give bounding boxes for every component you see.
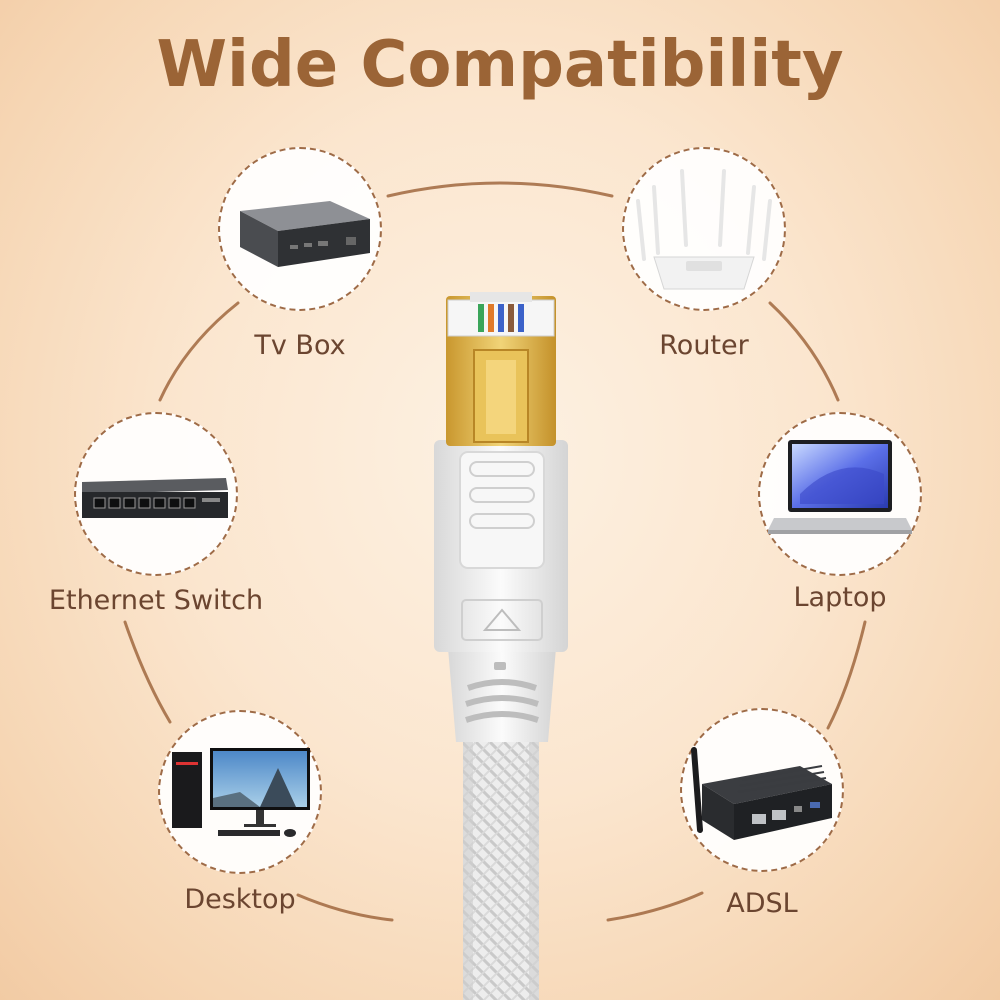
router-icon: [636, 169, 772, 290]
adsl-device: [680, 708, 844, 872]
router-label: Router: [659, 330, 749, 361]
ethernet-switch-icon: [82, 478, 228, 518]
desktop-device: [158, 710, 322, 874]
desktop-icon: [172, 748, 310, 837]
ethernet-switch-device: [74, 412, 238, 576]
laptop-icon: [768, 440, 912, 534]
laptop-device: [758, 412, 922, 576]
tv-box-icon: [240, 201, 370, 267]
adsl-label: ADSL: [726, 888, 798, 919]
ethernet-switch-label: Ethernet Switch: [48, 585, 264, 616]
adsl-icon: [691, 747, 832, 840]
tv-box-device: [218, 147, 382, 311]
page-title: Wide Compatibility: [156, 28, 844, 102]
desktop-label: Desktop: [184, 884, 296, 915]
laptop-label: Laptop: [793, 582, 887, 613]
router-device: [622, 147, 786, 311]
tv-box-label: Tv Box: [254, 330, 346, 361]
